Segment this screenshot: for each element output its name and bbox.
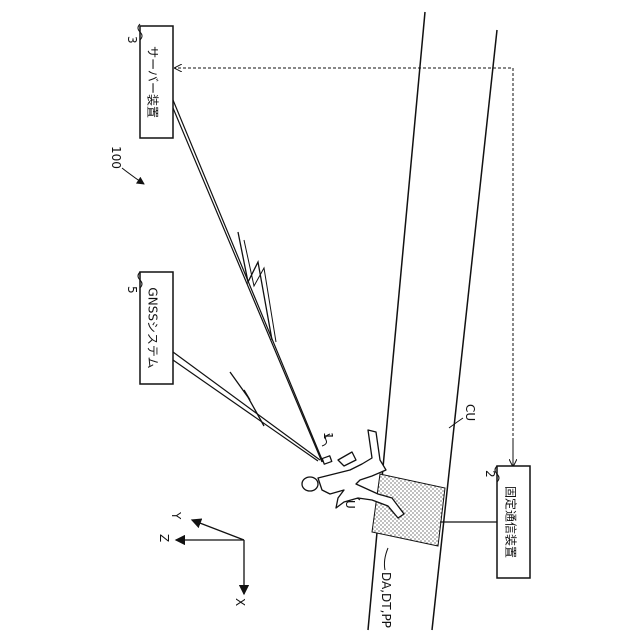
coordinate-axes bbox=[176, 520, 244, 594]
crosswalk-label: CU bbox=[463, 404, 477, 421]
terminal-ref-number: 1 bbox=[321, 432, 335, 440]
fixed-device-label: 固定通信装置 bbox=[504, 486, 519, 558]
gnss-label: GNSSシステム bbox=[146, 287, 160, 368]
server-label: サーバー装置 bbox=[146, 46, 160, 118]
user-ref-label: U bbox=[343, 500, 357, 509]
data-ref-leader bbox=[384, 548, 388, 570]
wireless-line-server-b bbox=[173, 108, 322, 462]
server-fixed-dashed-link bbox=[175, 68, 513, 466]
lightning-server-2 bbox=[244, 240, 276, 342]
fixed-ref-number: 2 bbox=[483, 470, 497, 478]
gnss-ref-number: 5 bbox=[125, 286, 139, 294]
axis-z-label: Z bbox=[157, 534, 171, 542]
wireless-line-gnss-b bbox=[173, 360, 318, 461]
data-label: DA,DT,PP bbox=[379, 572, 393, 628]
road-edge-right bbox=[432, 30, 497, 630]
server-ref-number: 3 bbox=[125, 36, 139, 44]
axis-y-label: Y bbox=[169, 511, 183, 520]
system-ref-number: 100 bbox=[109, 146, 123, 169]
crosswalk-area bbox=[372, 474, 445, 546]
lightning-gnss bbox=[230, 372, 264, 426]
system-ref-arrow bbox=[122, 168, 144, 184]
axis-x-label: X bbox=[233, 598, 247, 606]
crosswalk-ref-leader bbox=[449, 418, 463, 428]
